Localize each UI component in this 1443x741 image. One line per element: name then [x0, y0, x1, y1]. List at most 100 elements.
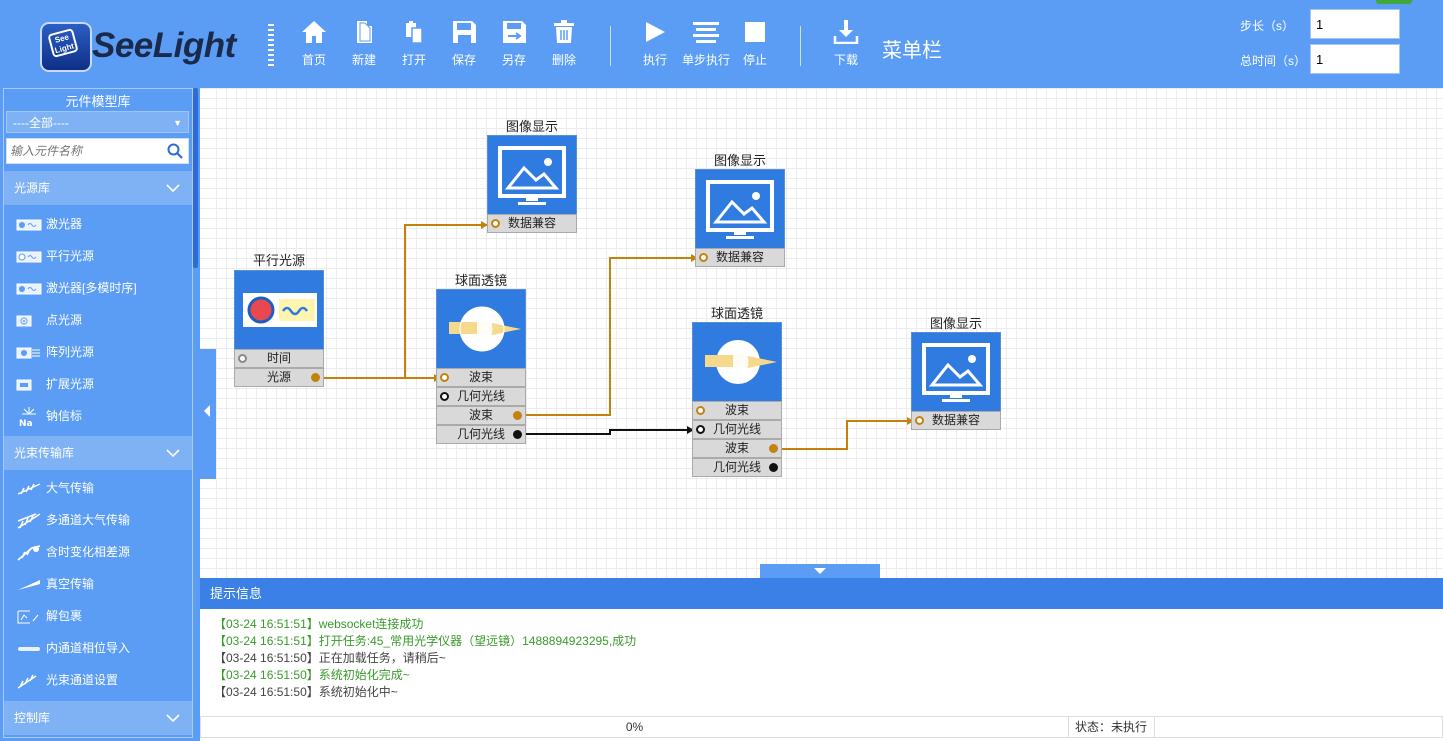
port-label: 几何光线 — [712, 460, 761, 474]
open-button[interactable]: 打开 — [394, 20, 434, 72]
node-title: 球面透镜 — [710, 306, 763, 321]
port-ray-out[interactable]: 几何光线 — [436, 425, 526, 444]
item-label: 平行光源 — [46, 249, 95, 263]
library-item-point-source[interactable]: 点光源 — [16, 308, 82, 332]
library-item-extended-source[interactable]: 扩展光源 — [16, 372, 94, 396]
spherical-lens-node[interactable] — [436, 289, 526, 369]
parallel-source-node[interactable] — [234, 270, 324, 350]
execute-button[interactable]: 执行 — [635, 20, 675, 72]
port-in-icon — [238, 354, 247, 363]
log-entry: 【03-24 16:51:51】打开任务:45_常用光学仪器（望远镜）14888… — [214, 634, 637, 648]
port-data-compatible[interactable]: 数据兼容 — [911, 411, 1001, 430]
port-label: 波束 — [468, 408, 493, 422]
library-item-time-varying-aberration[interactable]: 含时变化相差源 — [16, 540, 130, 564]
port-data-compatible[interactable]: 数据兼容 — [487, 214, 577, 233]
library-item-parallel-source[interactable]: 平行光源 — [16, 244, 94, 268]
port-in-icon — [696, 425, 705, 434]
save-icon — [453, 21, 476, 43]
play-icon — [646, 22, 665, 42]
parallel-source-icon — [16, 251, 42, 263]
svg-text:Na: Na — [19, 419, 33, 428]
port-in-icon — [440, 373, 449, 382]
sodium-beacon-icon: Na — [19, 406, 36, 428]
library-item-multimode-laser[interactable]: 激光器[多模时序] — [16, 276, 137, 300]
port-label: 波束 — [724, 441, 749, 455]
category-beam-transmission[interactable]: 光束传输库 — [4, 436, 192, 470]
canvas-margin — [200, 88, 216, 578]
library-item-unwrap[interactable]: 解包裹 — [16, 604, 82, 628]
library-item-inner-channel-phase-import[interactable]: 内通道相位导入 — [16, 636, 130, 660]
port-data-compatible[interactable]: 数据兼容 — [695, 248, 785, 267]
node-title: 图像显示 — [713, 153, 766, 168]
port-time[interactable]: 时间 — [234, 349, 324, 368]
new-button[interactable]: 新建 — [344, 20, 384, 72]
library-item-laser[interactable]: 激光器 — [16, 212, 82, 236]
port-ray-in[interactable]: 几何光线 — [436, 387, 526, 406]
category-light-source[interactable]: 光源库 — [4, 171, 192, 205]
total-time-input[interactable] — [1310, 44, 1400, 74]
library-search[interactable] — [6, 138, 189, 164]
extended-source-icon — [16, 379, 32, 391]
port-label: 数据兼容 — [715, 250, 764, 264]
app-logo-icon: See Light — [40, 22, 92, 72]
sidebar-collapse-toggle[interactable] — [200, 349, 216, 479]
sidebar-scrollbar[interactable] — [193, 88, 198, 268]
spherical-lens-icon — [705, 340, 777, 384]
save-button[interactable]: 保存 — [444, 20, 484, 72]
download-label: 下载 — [833, 53, 858, 67]
image-display-node[interactable] — [911, 332, 1001, 412]
port-label: 数据兼容 — [931, 413, 980, 427]
port-out-icon — [769, 463, 778, 472]
status-bar: 0% 状态：未执行 — [200, 716, 1443, 738]
image-display-node[interactable] — [695, 169, 785, 249]
app-logo-text: SeeLight — [92, 26, 236, 65]
port-label: 几何光线 — [712, 422, 761, 436]
library-item-vacuum-transmission[interactable]: 真空传输 — [16, 572, 94, 596]
port-label: 波束 — [468, 370, 493, 384]
toolbar-separator — [800, 26, 801, 66]
home-button[interactable]: 首页 — [294, 20, 334, 72]
stop-button[interactable]: 停止 — [735, 20, 775, 72]
toolbar-grip[interactable] — [268, 24, 274, 66]
new-label: 新建 — [351, 53, 376, 67]
port-label: 数据兼容 — [507, 216, 556, 230]
step-size-input[interactable] — [1310, 9, 1400, 39]
library-item-multichannel-atmosphere[interactable]: 多通道大气传输 — [16, 508, 130, 532]
spherical-lens-node[interactable] — [692, 322, 782, 402]
chevron-down-icon — [814, 568, 826, 574]
download-button[interactable]: 下载 — [826, 20, 866, 72]
console-collapse-toggle[interactable] — [760, 564, 880, 579]
port-beam-in[interactable]: 波束 — [692, 401, 782, 420]
step-execute-button[interactable]: 单步执行 — [682, 20, 730, 72]
workflow-canvas[interactable] — [216, 88, 1443, 578]
node-title: 图像显示 — [505, 119, 558, 134]
image-display-node[interactable] — [487, 135, 577, 215]
save-as-button[interactable]: 另存 — [494, 20, 534, 72]
port-ray-in[interactable]: 几何光线 — [692, 420, 782, 439]
item-label: 解包裹 — [46, 609, 83, 623]
port-label: 几何光线 — [456, 389, 505, 403]
item-label: 光束通道设置 — [46, 673, 119, 687]
delete-button[interactable]: 删除 — [544, 20, 584, 72]
library-search-input[interactable] — [7, 139, 162, 163]
toolbar-separator — [610, 26, 611, 66]
port-in-icon — [699, 253, 708, 262]
library-item-beam-channel-setting[interactable]: 光束通道设置 — [16, 668, 118, 692]
item-label: 钠信标 — [46, 409, 83, 423]
port-beam-out[interactable]: 波束 — [436, 406, 526, 425]
library-item-array-source[interactable]: 阵列光源 — [16, 340, 94, 364]
port-ray-out[interactable]: 几何光线 — [692, 458, 782, 477]
search-icon[interactable] — [167, 143, 183, 159]
library-item-atmosphere-transmission[interactable]: 大气传输 — [16, 476, 94, 500]
library-filter-select[interactable]: ----全部---- ▼ — [6, 111, 189, 133]
time-varying-aberration-icon — [17, 544, 41, 561]
port-beam-in[interactable]: 波束 — [436, 368, 526, 387]
category-control[interactable]: 控制库 — [4, 701, 192, 735]
array-source-icon — [16, 347, 40, 359]
stop-label: 停止 — [742, 53, 767, 67]
component-library-panel: 元件模型库 ----全部---- ▼ 光源库 激光器 平行光源 激光器[多模时序… — [0, 88, 200, 741]
execution-status: 状态：未执行 — [1075, 717, 1155, 737]
port-light-source[interactable]: 光源 — [234, 368, 324, 387]
port-beam-out[interactable]: 波束 — [692, 439, 782, 458]
library-item-sodium-beacon[interactable]: Na 钠信标 — [16, 404, 82, 428]
